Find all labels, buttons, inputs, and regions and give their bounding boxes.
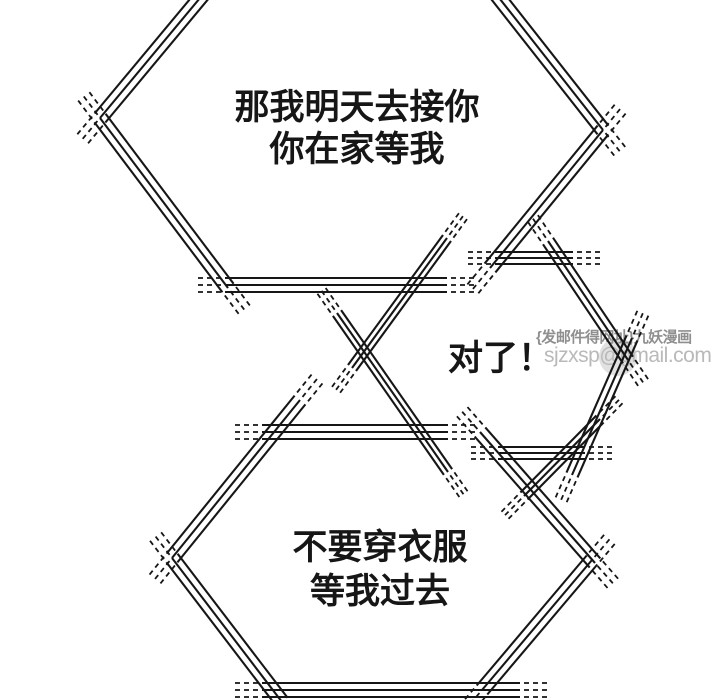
speech-bubble-bottom-line1: 不要穿衣服 <box>292 528 468 567</box>
speech-bubble-middle-text: 对了！ <box>448 340 553 378</box>
speech-bubble-bottom-text: 不要穿衣服 等我过去 <box>130 526 630 614</box>
watermark-email-text: sjzxsp@gmail.com <box>544 344 712 367</box>
speech-bubble-middle-line1: 对了！ <box>448 339 554 378</box>
speech-bubble-top-text: 那我明天去接你 你在家等我 <box>107 87 607 171</box>
speech-bubble-top-line2: 你在家等我 <box>269 130 445 169</box>
speech-bubble-bottom-line2: 等我过去 <box>309 572 450 611</box>
speech-bubble-top-line1: 那我明天去接你 <box>234 88 480 127</box>
